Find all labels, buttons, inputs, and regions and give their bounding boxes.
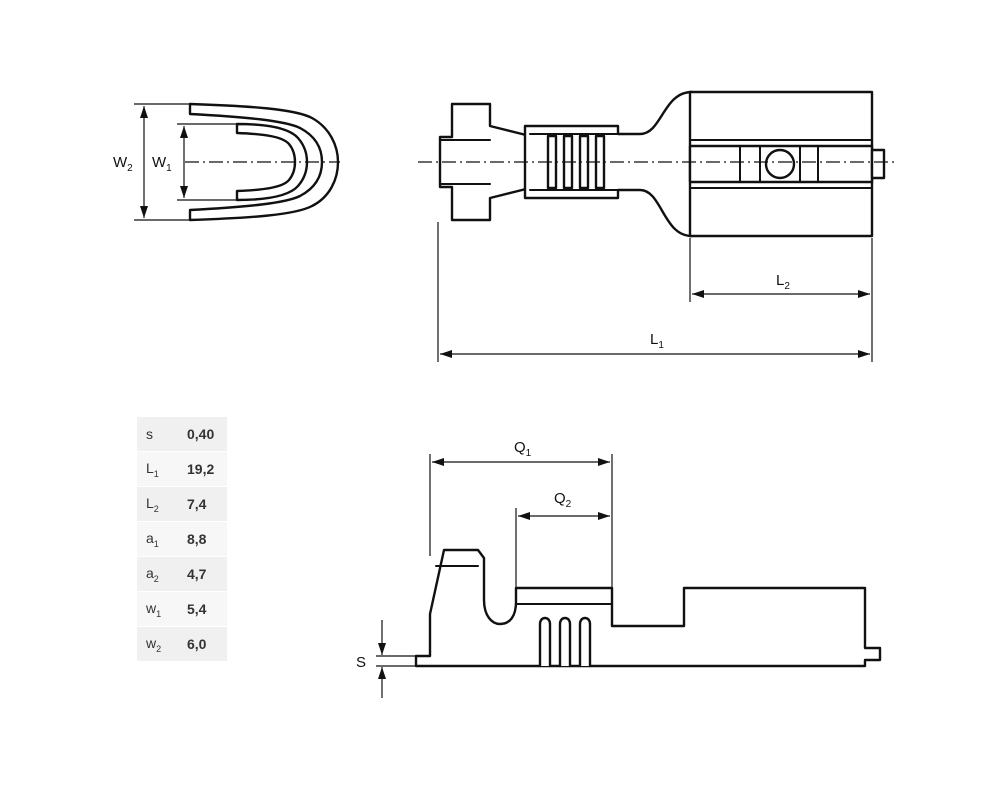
spec-symbol-sub: 2 (156, 643, 162, 654)
top-view: L2 L1 (418, 90, 898, 362)
spec-value: 6,0 (178, 626, 227, 662)
spec-row-l1: L1 19,2 (137, 451, 227, 487)
w1-label: W1 (152, 154, 172, 174)
spec-value: 4,7 (178, 556, 227, 592)
spec-value: 7,4 (178, 486, 227, 522)
spec-value: 5,4 (178, 591, 227, 627)
spec-row-a2: a2 4,7 (137, 556, 227, 592)
q1-label: Q1 (514, 439, 532, 459)
side-rib-1 (538, 616, 552, 668)
side-rib-2 (558, 616, 572, 668)
spec-symbol: s (146, 426, 153, 442)
top-view-detent-dimple (764, 148, 796, 180)
spec-table: s 0,40 L1 19,2 L2 7,4 a1 8,8 a2 4,7 w1 5… (137, 417, 227, 662)
spec-row-l2: L2 7,4 (137, 486, 227, 522)
spec-row-w1: w1 5,4 (137, 591, 227, 627)
spec-symbol-sub: 1 (153, 538, 159, 549)
side-rib-3 (578, 616, 592, 668)
spec-symbol-sub: 1 (153, 468, 159, 479)
side-view-outline (414, 548, 882, 668)
side-view: Q1 Q2 S (356, 439, 882, 698)
spec-symbol-sub: 2 (153, 503, 159, 514)
front-view-inner-clip (235, 122, 309, 202)
spec-symbol-sub: 1 (156, 608, 162, 619)
w2-label: W2 (113, 154, 133, 174)
s-label: S (356, 654, 366, 671)
spec-symbol: w (146, 634, 157, 651)
front-view: W2 W1 (113, 102, 340, 222)
spec-value: 8,8 (178, 521, 227, 557)
spec-value: 0,40 (178, 417, 227, 452)
spec-row-a1: a1 8,8 (137, 521, 227, 557)
spec-symbol: a (146, 564, 154, 581)
l1-label: L1 (650, 331, 664, 351)
spec-row-s: s 0,40 (137, 417, 227, 452)
spec-symbol: L (146, 494, 154, 511)
l2-label: L2 (776, 272, 790, 292)
q2-label: Q2 (554, 490, 572, 510)
spec-symbol-sub: 2 (153, 573, 159, 584)
spec-symbol: L (146, 459, 154, 476)
spec-symbol: w (146, 599, 157, 616)
spec-value: 19,2 (178, 451, 227, 487)
spec-symbol: a (146, 529, 154, 546)
spec-row-w2: w2 6,0 (137, 626, 227, 662)
top-view-tab-tip (870, 148, 886, 180)
